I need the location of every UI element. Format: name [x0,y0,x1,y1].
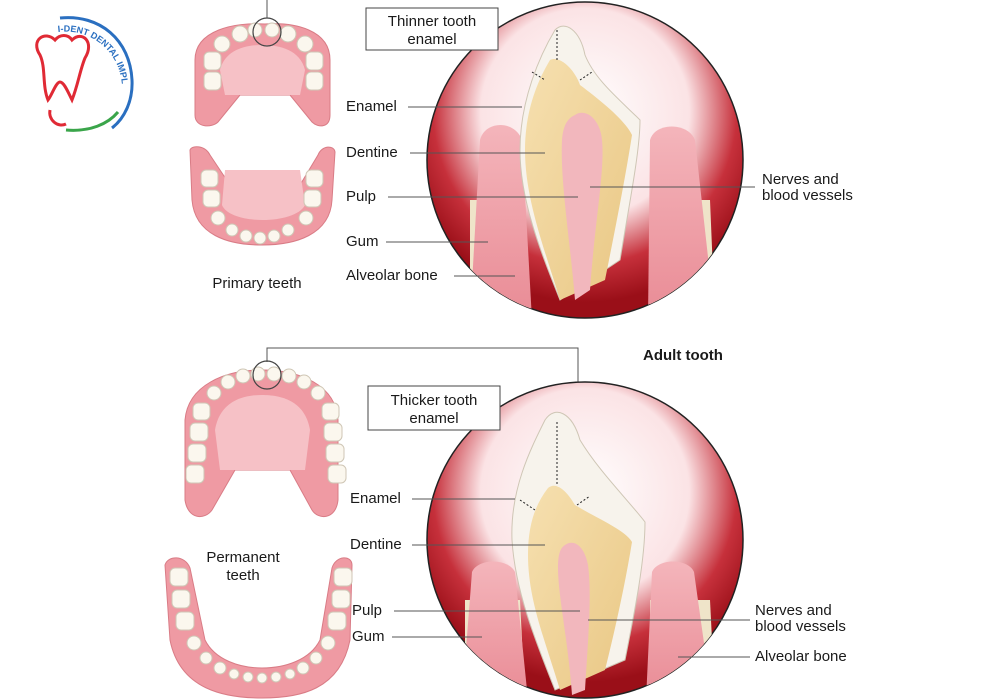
permanent-zoom-marker [252,360,282,390]
thicker-enamel-callout: Thicker tooth enamel [367,385,501,431]
label-pulp: Pulp [352,602,382,619]
permanent-upper-teeth [185,366,347,484]
primary-upper-teeth [203,22,324,91]
primary-labels: Enamel Dentine Pulp Gum Alveolar bone Ne… [346,98,853,284]
logo-arc-green [65,110,120,132]
brand-logo: I-DENT DENTAL IMPLANT CENTER [0,0,134,132]
label-enamel: Enamel [350,490,401,507]
callout-line-1: Thicker tooth [391,392,478,409]
label-nerves-1: Nerves and [755,602,832,619]
label-nerves-2: blood vessels [755,618,846,635]
thinner-enamel-callout: Thinner tooth enamel [365,7,499,51]
label-nerves-1: Nerves and [762,171,839,188]
label-alveolar-bone: Alveolar bone [755,648,847,665]
label-gum: Gum [352,628,385,645]
logo-tooth-icon [35,34,91,104]
permanent-lower-teeth [169,567,353,684]
callout-line-2: enamel [409,410,458,427]
label-enamel: Enamel [346,98,397,115]
logo-arc-blue [59,16,134,130]
logo-text: I-DENT DENTAL IMPLANT CENTER [0,0,130,85]
permanent-upper-arch [184,360,347,518]
primary-lower-arch [189,146,336,246]
primary-upper-arch [194,17,331,127]
permanent-caption-1: Permanent [206,549,280,566]
gum-left [470,125,532,318]
label-gum: Gum [346,233,379,250]
label-nerves-2: blood vessels [762,187,853,204]
callout-line-2: enamel [407,31,456,48]
primary-teeth-caption: Primary teeth [212,275,301,292]
label-alveolar-bone: Alveolar bone [346,267,438,284]
permanent-lower-arch [164,557,353,699]
label-pulp: Pulp [346,188,376,205]
adult-tooth-pulp [558,542,590,695]
adult-tooth-cross-section [426,381,744,699]
primary-lower-teeth [200,169,324,245]
adult-tooth-heading: Adult tooth [643,347,723,364]
adult-labels: Enamel Dentine Pulp Gum Nerves and blood… [350,490,847,665]
label-dentine: Dentine [350,536,402,553]
primary-tooth-cross-section [426,1,744,319]
permanent-caption-2: teeth [226,567,259,584]
callout-line-1: Thinner tooth [388,13,476,30]
tooth-pulp [561,112,603,301]
label-dentine: Dentine [346,144,398,161]
